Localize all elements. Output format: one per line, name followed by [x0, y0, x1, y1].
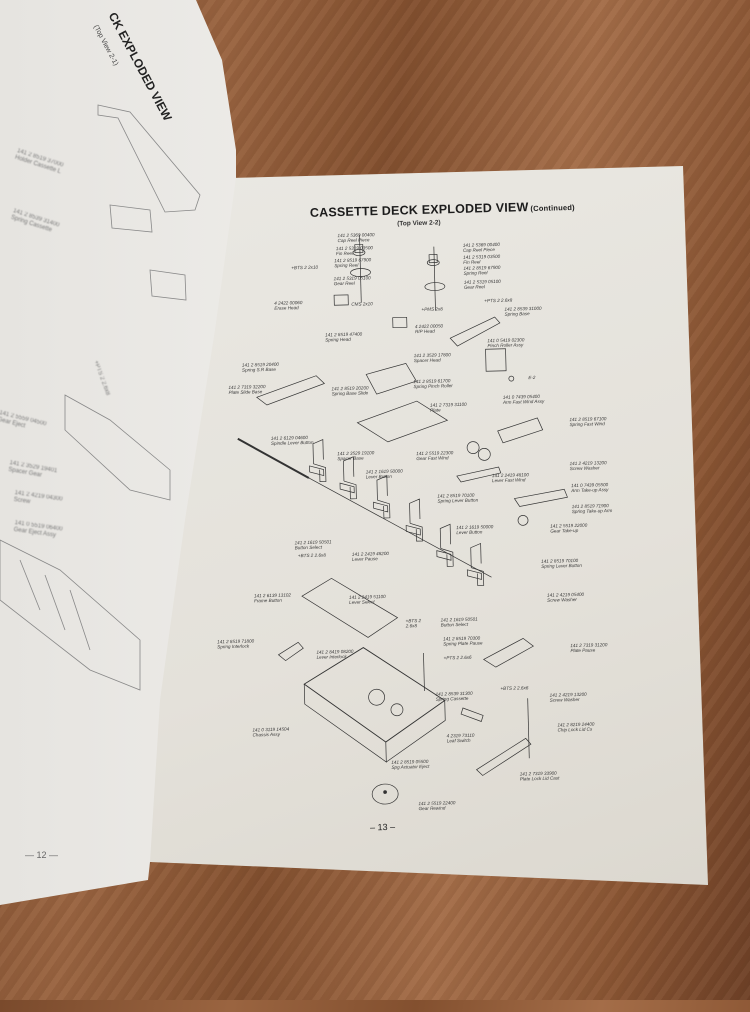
left-page-number: — 12 — [25, 850, 58, 860]
